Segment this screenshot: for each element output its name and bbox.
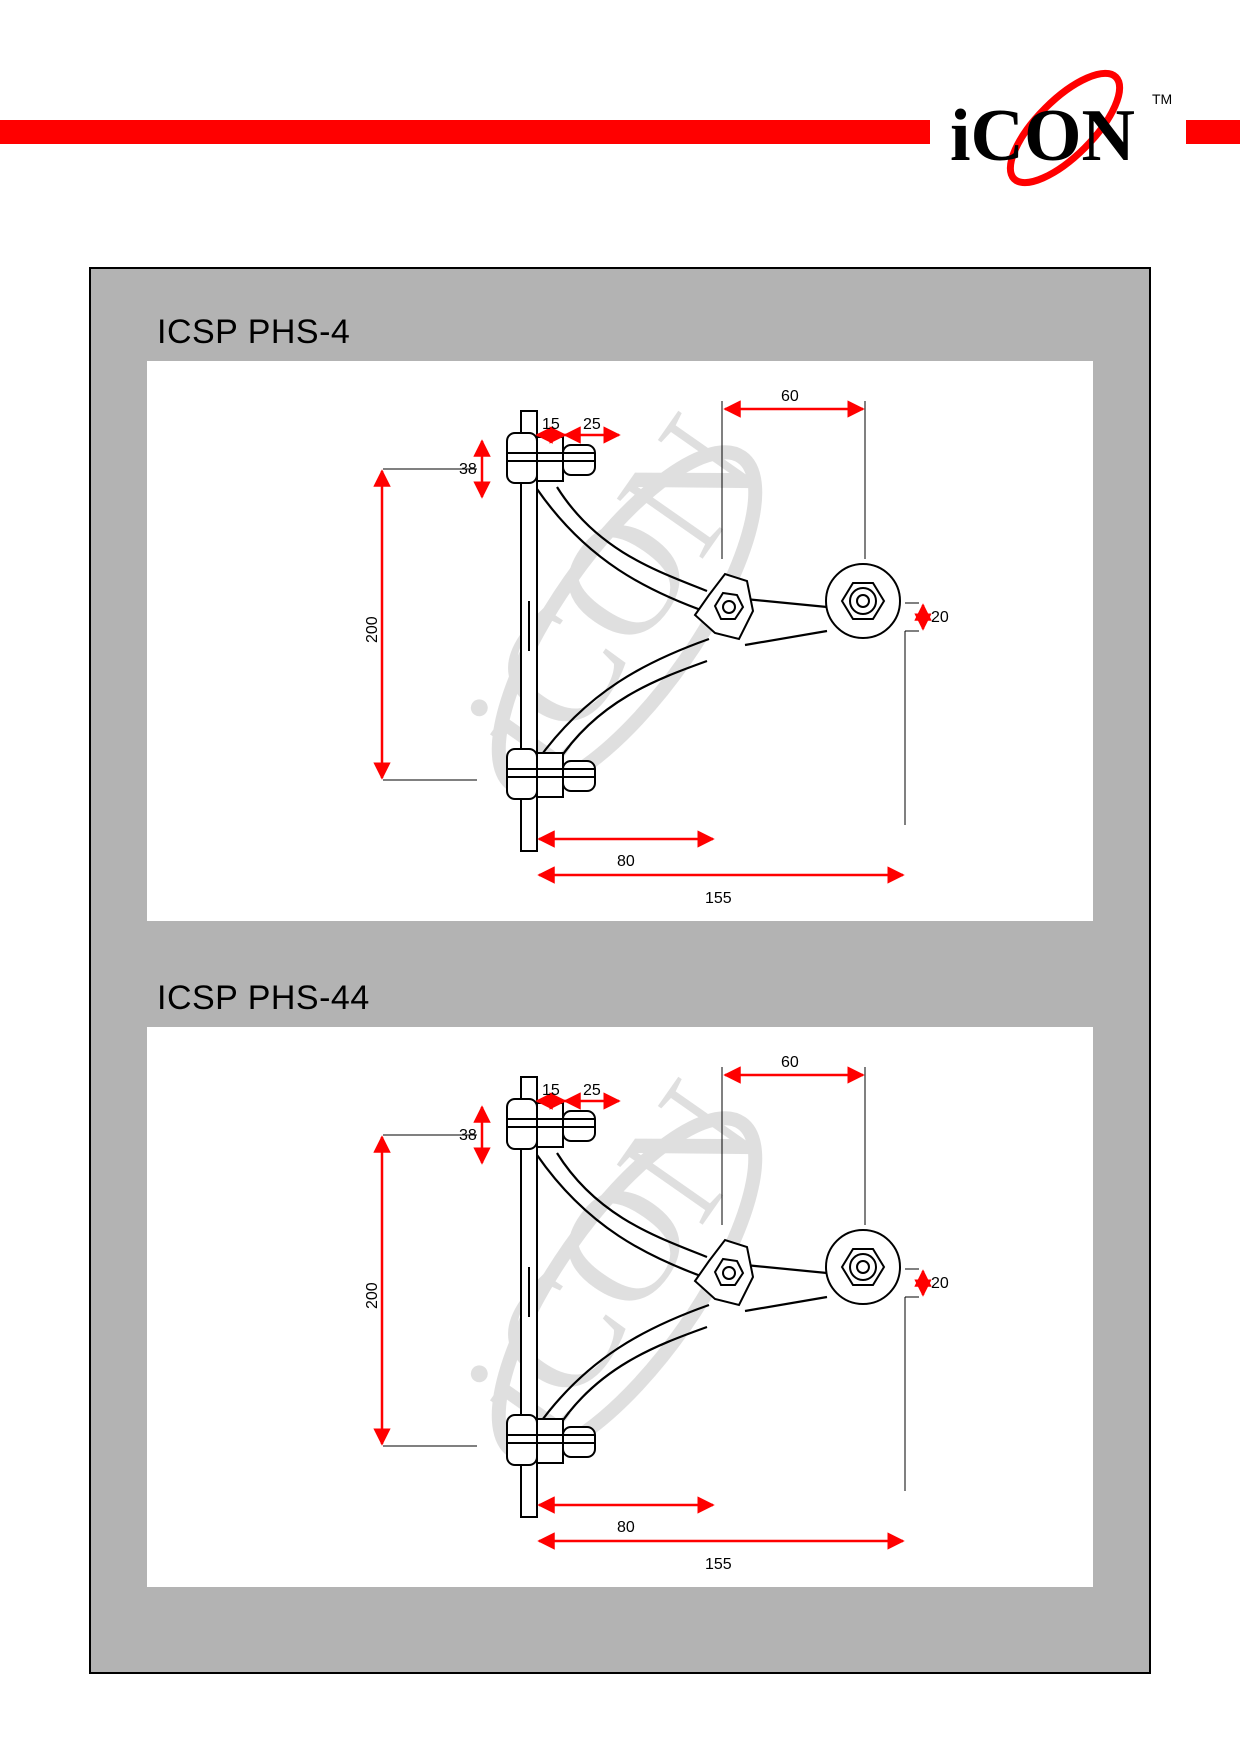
dim-arm-span: 60	[781, 1054, 799, 1071]
product-title: ICSP PHS-4	[157, 313, 351, 351]
dim-fixing-height: 38	[459, 1127, 477, 1144]
technical-drawing-card: iCON	[147, 361, 1093, 921]
dim-hub-offset: 80	[617, 853, 635, 870]
dim-plate-offset: 15	[542, 1082, 560, 1099]
svg-text:TM: TM	[1152, 91, 1172, 107]
dim-hole-diameter: 20	[931, 1275, 949, 1292]
dim-total-length: 155	[705, 1556, 732, 1573]
dim-fixing-spacing: 200	[364, 616, 381, 643]
header-red-bar-left	[0, 120, 930, 144]
dim-bolt-length: 25	[583, 1082, 601, 1099]
spider-fitting-drawing: iCON	[364, 386, 949, 907]
dim-arm-span: 60	[781, 388, 799, 405]
header-red-bar-right	[1186, 120, 1240, 144]
spider-fitting-drawing: iCON	[364, 1052, 949, 1573]
dim-hole-diameter: 20	[931, 609, 949, 626]
dim-total-length: 155	[705, 890, 732, 907]
svg-text:iCON: iCON	[950, 95, 1135, 177]
product-panel: ICSP PHS-4 iCON	[89, 267, 1151, 1674]
product-title: ICSP PHS-44	[157, 979, 370, 1017]
dim-fixing-height: 38	[459, 461, 477, 478]
dim-hub-offset: 80	[617, 1519, 635, 1536]
icon-logo: iCON TM	[950, 69, 1172, 187]
dim-plate-offset: 15	[542, 416, 560, 433]
dim-bolt-length: 25	[583, 416, 601, 433]
dim-fixing-spacing: 200	[364, 1282, 381, 1309]
technical-drawing-card: iCON	[147, 1027, 1093, 1587]
